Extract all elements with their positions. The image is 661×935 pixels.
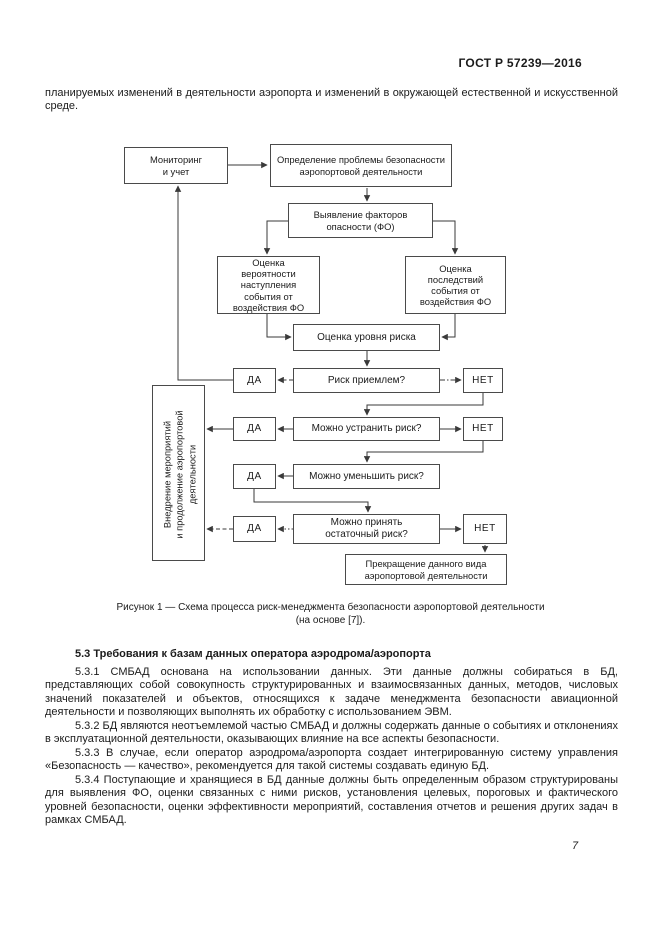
- node-implementation-label: Внедрение мероприятий и продолжение аэро…: [162, 409, 197, 539]
- no-box-2: НЕТ: [463, 417, 503, 441]
- section-body: 5.3.1 СМБАД основана на использовании да…: [45, 666, 618, 827]
- figure-caption-line2: (на основе [7]).: [295, 615, 366, 626]
- paragraph-5-3-3: 5.3.3 В случае, если оператор аэродрома/…: [45, 746, 618, 773]
- decision-eliminate-risk: Можно устранить риск?: [293, 417, 440, 441]
- page-number: 7: [572, 840, 579, 852]
- no-box-1: НЕТ: [463, 368, 503, 393]
- section-heading: 5.3 Требования к базам данных оператора …: [75, 648, 431, 660]
- no-box-3: НЕТ: [463, 514, 507, 544]
- node-termination: Прекращение данного вида аэропортовой де…: [345, 554, 507, 585]
- node-monitoring: Мониторинг и учет: [124, 147, 228, 184]
- node-probability-assessment: Оценка вероятности наступления события о…: [217, 256, 320, 314]
- decision-accept-residual-risk: Можно принять остаточный риск?: [293, 514, 440, 544]
- node-implementation: Внедрение мероприятий и продолжение аэро…: [152, 385, 205, 561]
- node-problem-definition: Определение проблемы безопасности аэропо…: [270, 144, 452, 187]
- document-code: ГОСТ Р 57239—2016: [458, 56, 582, 70]
- node-hazard-identification: Выявление факторов опасности (ФО): [288, 203, 433, 238]
- figure-caption: Рисунок 1 — Схема процесса риск-менеджме…: [0, 601, 661, 627]
- decision-risk-acceptable: Риск приемлем?: [293, 368, 440, 393]
- yes-box-2: ДА: [233, 417, 276, 441]
- paragraph-5-3-4: 5.3.4 Поступающие и хранящиеся в БД данн…: [45, 773, 618, 826]
- decision-reduce-risk: Можно уменьшить риск?: [293, 464, 440, 489]
- yes-box-1: ДА: [233, 368, 276, 393]
- node-consequence-assessment: Оценка последствий события от воздействи…: [405, 256, 506, 314]
- yes-box-4: ДА: [233, 516, 276, 542]
- yes-box-3: ДА: [233, 464, 276, 489]
- node-risk-level-assessment: Оценка уровня риска: [293, 324, 440, 351]
- intro-paragraph: планируемых изменений в деятельности аэр…: [45, 87, 618, 113]
- paragraph-5-3-1: 5.3.1 СМБАД основана на использовании да…: [45, 666, 618, 719]
- figure-caption-line1: Рисунок 1 — Схема процесса риск-менеджме…: [116, 602, 545, 613]
- paragraph-5-3-2: 5.3.2 БД являются неотъемлемой частью СМ…: [45, 719, 618, 746]
